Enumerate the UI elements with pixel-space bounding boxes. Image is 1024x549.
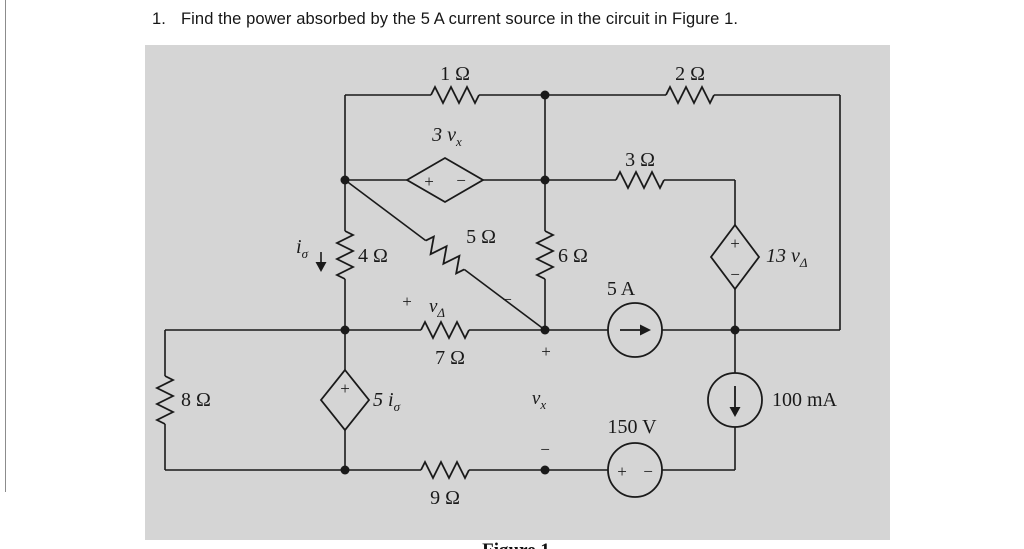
- label-main: i: [296, 236, 302, 258]
- dep-13vdelta-plus-sign: +: [730, 234, 740, 253]
- wire-diagonal: [463, 268, 546, 331]
- problem-title: 1. Find the power absorbed by the 5 A cu…: [152, 10, 738, 29]
- figure-panel: [145, 45, 890, 540]
- current-source-100ma-label: 100 mA: [772, 389, 838, 411]
- isigma-label: iσ: [296, 236, 309, 261]
- resistor-8ohm-label: 8 Ω: [181, 389, 211, 411]
- dep-source-5isigma-diamond: [319, 368, 371, 432]
- voltage-source-150v-circle: [607, 442, 663, 498]
- node-dot: [730, 325, 740, 335]
- resistor-4ohm-label: 4 Ω: [358, 245, 388, 267]
- resistor-9ohm: [420, 459, 470, 481]
- dep-source-5isigma-label: 5 iσ: [373, 389, 401, 414]
- vx-label: vx: [532, 388, 546, 412]
- current-source-100ma-circle: [707, 372, 763, 428]
- resistor-7ohm: [420, 319, 470, 341]
- vx-plus-sign: +: [541, 342, 551, 361]
- resistor-5ohm: [425, 234, 465, 276]
- label-sub: σ: [394, 399, 401, 414]
- resistor-8ohm: [154, 375, 176, 425]
- resistor-3ohm: [615, 169, 665, 191]
- vx-minus-sign: −: [540, 440, 550, 459]
- current-arrowhead-100ma: [729, 407, 741, 417]
- dep-source-13vdelta-diamond: [709, 223, 761, 291]
- label-sub: σ: [302, 246, 309, 261]
- resistor-5ohm-label: 5 Ω: [466, 226, 496, 248]
- label-main: v: [532, 388, 541, 409]
- voltage-source-150v-label: 150 V: [607, 416, 657, 438]
- label-sub: Δ: [436, 305, 445, 320]
- circuit-wires: [164, 94, 841, 471]
- wire-diagonal: [344, 179, 427, 242]
- label-main: 3 v: [431, 124, 456, 146]
- dep-source-3vx-label: 3 vx: [431, 124, 462, 149]
- label-main: 13 v: [766, 245, 800, 267]
- node-dot: [540, 90, 550, 100]
- dep-3vx-minus-sign: −: [456, 171, 466, 190]
- problem-text: Find the power absorbed by the 5 A curre…: [180, 10, 739, 28]
- resistor-6ohm-label: 6 Ω: [558, 245, 588, 267]
- source-150v-plus-sign: +: [617, 462, 627, 481]
- problem-number: 1.: [152, 10, 166, 28]
- resistor-1ohm-label: 1 Ω: [440, 63, 470, 85]
- node-dot: [540, 325, 550, 335]
- node-dot: [540, 465, 550, 475]
- node-dots: [340, 90, 740, 475]
- current-source-5a-label: 5 A: [607, 278, 636, 300]
- resistor-2ohm: [665, 84, 715, 106]
- resistor-7ohm-label: 7 Ω: [435, 347, 465, 369]
- source-150v-minus-sign: −: [643, 462, 653, 481]
- node-dot: [340, 175, 350, 185]
- label-sub: x: [455, 134, 462, 149]
- vdelta-minus-sign: −: [502, 290, 512, 309]
- label-sub: x: [539, 397, 546, 412]
- node-dot: [340, 465, 350, 475]
- resistor-6ohm: [534, 230, 556, 280]
- dependent-sources: [319, 156, 761, 432]
- current-source-5a-circle: [607, 302, 663, 358]
- label-main: v: [429, 296, 438, 317]
- resistor-1ohm: [430, 84, 480, 106]
- dep-13vdelta-minus-sign: −: [730, 265, 740, 284]
- label-sub: Δ: [799, 255, 808, 270]
- resistor-9ohm-label: 9 Ω: [430, 487, 460, 509]
- dep-source-3vx-diamond: [405, 156, 485, 204]
- dep-source-13vdelta-label: 13 vΔ: [766, 245, 808, 270]
- resistors: [154, 84, 715, 481]
- current-arrowhead-5a: [640, 324, 651, 336]
- resistor-3ohm-label: 3 Ω: [625, 149, 655, 171]
- source-arrows: [315, 252, 741, 417]
- dep-5isigma-plus-sign: +: [340, 379, 350, 398]
- figure-caption: Figure 1: [482, 540, 550, 549]
- vdelta-plus-sign: +: [402, 292, 412, 311]
- vdelta-label: vΔ: [429, 296, 445, 320]
- resistor-4ohm: [334, 230, 356, 280]
- node-dot: [340, 325, 350, 335]
- dep-3vx-plus-sign: +: [424, 172, 434, 191]
- isigma-arrowhead: [315, 262, 327, 272]
- label-main: 5 i: [373, 389, 394, 411]
- resistor-2ohm-label: 2 Ω: [675, 63, 705, 85]
- independent-sources: [607, 302, 763, 498]
- node-dot: [540, 175, 550, 185]
